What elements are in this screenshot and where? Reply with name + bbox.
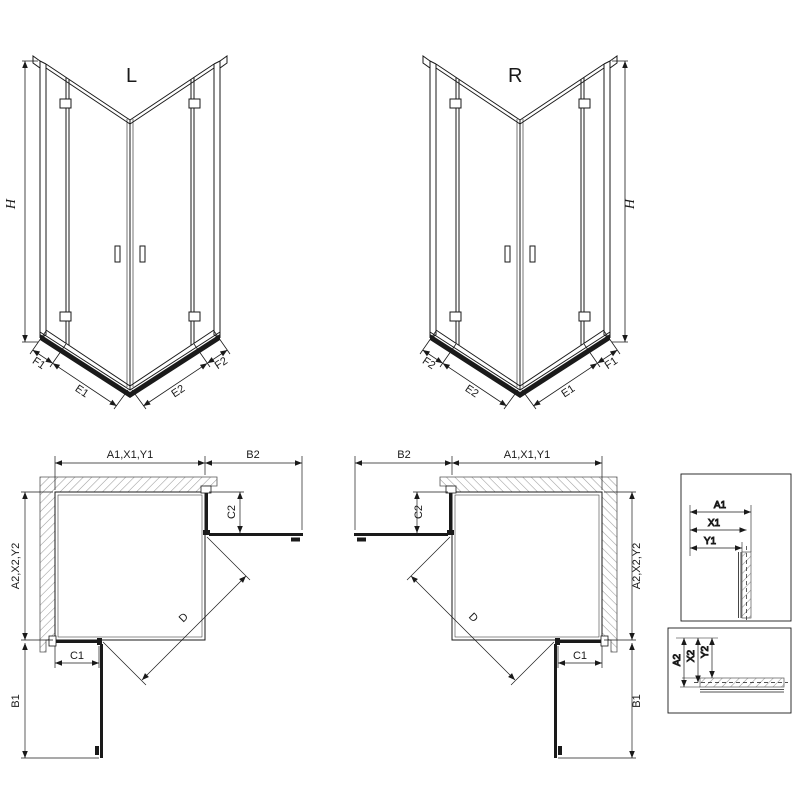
iso-right-title: R (508, 65, 522, 87)
plan-right-dim-b1: B1 (631, 694, 643, 707)
detail-view-bottom: A2 X2 Y2 (667, 627, 792, 714)
detail-bottom-label-y2: Y2 (700, 645, 711, 658)
detail-top-label-x1: X1 (708, 518, 721, 529)
plan-left-dim-c1: C1 (70, 650, 84, 662)
iso-left-dim-f2: F2 (213, 355, 230, 372)
iso-left-dim-e1: E1 (73, 383, 91, 400)
detail-bottom-glass (700, 689, 784, 693)
plan-view-left: A1,X1,Y1 B2 C2 A2,X2,Y2 C1 B1 D (10, 449, 303, 758)
detail-bottom-frame (667, 627, 792, 714)
plan-right-dim-b2: B2 (397, 449, 410, 461)
iso-view-left: L H F1 E1 E2 F2 (4, 56, 230, 409)
plan-left-dim-b1: B1 (10, 694, 22, 707)
iso-view-right: R H F2 E2 E1 F1 (420, 56, 638, 409)
plan-left-dim-c2: C2 (226, 505, 238, 519)
plan-right-dim-c2: C2 (413, 505, 425, 519)
plan-right-dim-width: A1,X1,Y1 (504, 449, 550, 461)
plan-left-dim-b2: B2 (246, 449, 259, 461)
iso-left-title: L (126, 65, 137, 87)
detail-top-glass (738, 552, 742, 618)
plan-view-right: B2 A1,X1,Y1 C2 A2,X2,Y2 C1 B1 D (354, 449, 643, 758)
iso-right-dim-e1: E1 (559, 383, 577, 400)
plan-right-dim-depth: A2,X2,Y2 (631, 543, 643, 589)
detail-top-dimension-lines (690, 509, 751, 551)
plan-left-dim-width: A1,X1,Y1 (107, 449, 153, 461)
detail-view-top: A1 X1 Y1 (680, 473, 792, 622)
iso-left-dim-e2: E2 (169, 383, 187, 400)
iso-left-dim-f1: F1 (30, 355, 47, 372)
detail-bottom-label-a2: A2 (672, 653, 683, 666)
plan-right-dim-c1: C1 (573, 650, 587, 662)
detail-bottom-profile (699, 677, 785, 688)
detail-bottom-label-x2: X2 (686, 649, 697, 662)
detail-bottom-dimension-lines (681, 638, 715, 687)
iso-left-height-label: H (4, 198, 19, 210)
iso-right-dim-f2: F2 (420, 355, 437, 372)
plan-left-dim-depth: A2,X2,Y2 (10, 543, 22, 589)
detail-top-label-a1: A1 (714, 500, 727, 511)
detail-top-frame (680, 473, 792, 622)
iso-right-dim-f1: F1 (603, 355, 620, 372)
iso-right-height-label: H (623, 198, 638, 210)
iso-right-dim-e2: E2 (463, 383, 481, 400)
detail-top-label-y1: Y1 (704, 536, 717, 547)
